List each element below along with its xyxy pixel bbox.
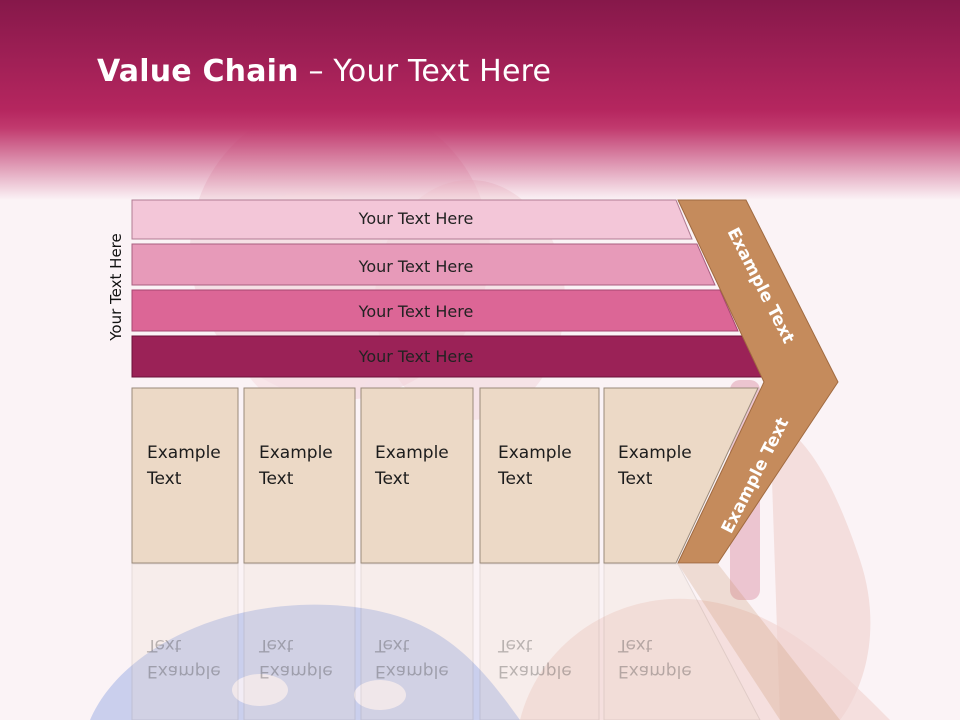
box-5-text: Example Text (618, 440, 692, 492)
box-reflection (360, 563, 474, 720)
box-1-line1: Example (147, 443, 221, 463)
box-5-reflection-line1: Example (618, 661, 692, 681)
box-4-line2: Text (498, 469, 533, 489)
box-4-reflection-line1: Example (498, 661, 572, 681)
box-1-line2: Text (147, 469, 182, 489)
box-5-line2: Text (618, 469, 653, 489)
bar-3 (131, 289, 739, 332)
chevron-reflection (678, 564, 840, 720)
box-2-line1: Example (259, 443, 333, 463)
slide-title: Value Chain – Your Text Here (97, 54, 551, 89)
box-2-text: Example Text (259, 440, 333, 492)
bar-3-label: Your Text Here (358, 302, 474, 321)
bar-1-label: Your Text Here (358, 209, 474, 228)
title-bold: Value Chain (97, 54, 299, 89)
box-4-line1: Example (498, 443, 572, 463)
box-2-reflection-line1: Example (259, 661, 333, 681)
bar-2-label: Your Text Here (358, 257, 474, 276)
box-1-reflection-line1: Example (147, 661, 221, 681)
box-1-reflection-line2: Text (147, 635, 182, 655)
box-1-text: Example Text (147, 440, 221, 492)
bar-1 (131, 199, 693, 240)
title-band (0, 0, 960, 200)
box-1-reflection-text: Example Text (147, 632, 221, 684)
bar-2 (131, 243, 716, 286)
box-reflection (603, 563, 761, 720)
bar-4-label: Your Text Here (358, 347, 474, 366)
title-rest: – Your Text Here (298, 54, 552, 89)
box-5-reflection-text: Example Text (618, 632, 692, 684)
box-3-reflection-line1: Example (375, 661, 449, 681)
activity-box-2 (243, 387, 356, 564)
activity-box-5 (603, 387, 759, 564)
box-2-reflection-line2: Text (259, 635, 294, 655)
box-4-reflection-line2: Text (498, 635, 533, 655)
activity-box-4 (479, 387, 600, 564)
box-5-line1: Example (618, 443, 692, 463)
box-4-text: Example Text (498, 440, 572, 492)
activity-box-3 (360, 387, 474, 564)
box-4-reflection-text: Example Text (498, 632, 572, 684)
box-3-line2: Text (375, 469, 410, 489)
box-5-reflection-line2: Text (618, 635, 653, 655)
box-3-reflection-line2: Text (375, 635, 410, 655)
box-reflection (479, 563, 600, 720)
box-3-reflection-text: Example Text (375, 632, 449, 684)
box-reflection (243, 563, 356, 720)
box-reflection (131, 563, 239, 720)
reflection (131, 563, 840, 720)
activity-box-1 (131, 387, 239, 564)
box-3-text: Example Text (375, 440, 449, 492)
box-2-line2: Text (259, 469, 294, 489)
margin-chevron (677, 199, 839, 564)
box-3-line1: Example (375, 443, 449, 463)
box-2-reflection-text: Example Text (259, 632, 333, 684)
